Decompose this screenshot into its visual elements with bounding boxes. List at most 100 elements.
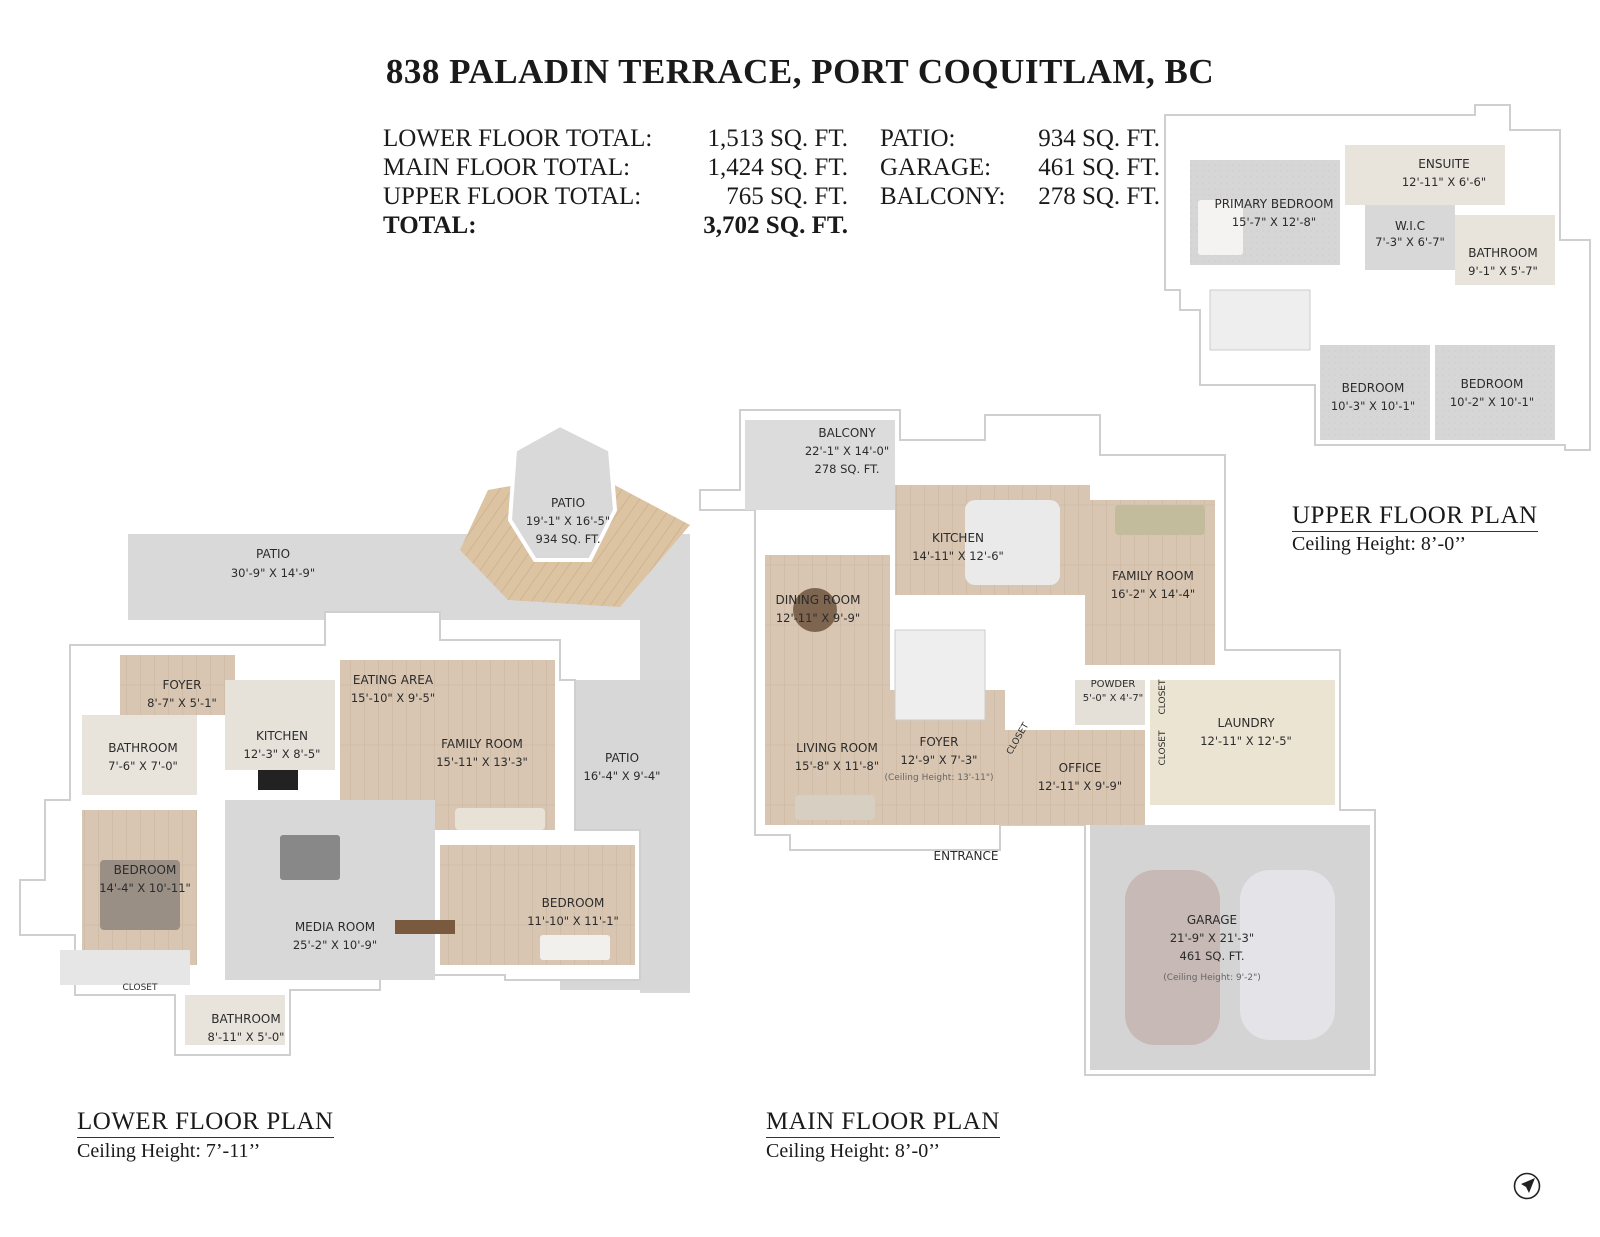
total-value: 1,424 SQ. FT. <box>707 154 848 181</box>
bed-icon <box>1198 200 1243 255</box>
room-dim: 8'-11" X 5'-0" <box>208 1030 285 1044</box>
total-value: 278 SQ. FT. <box>1038 183 1160 210</box>
main-office <box>1000 730 1145 825</box>
room-dim: 15'-10" X 9'-5" <box>351 691 435 705</box>
room-name: PATIO <box>605 751 639 765</box>
room-dim: 12'-11" X 6'-6" <box>1402 175 1486 189</box>
table-icon <box>395 920 455 934</box>
room-area: 461 SQ. FT. <box>1180 949 1245 963</box>
room-dim: 19'-1" X 16'-5" <box>526 514 610 528</box>
main-laundry <box>1150 680 1335 805</box>
round-patio-table-area <box>507 422 618 562</box>
upper-plan-ceiling: Ceiling Height: 8’-0’’ <box>1292 533 1467 555</box>
room-note: (Ceiling Height: 9'-2") <box>1163 973 1261 983</box>
room-name: BEDROOM <box>1461 377 1524 391</box>
upper-labels: ENSUITE 12'-11" X 6'-6" PRIMARY BEDROOM … <box>1214 157 1537 413</box>
total-label: UPPER FLOOR TOTAL: <box>383 183 642 210</box>
total-label: BALCONY: <box>880 183 1006 210</box>
room-name: DINING ROOM <box>776 593 861 607</box>
room-name: BATHROOM <box>108 741 177 755</box>
car-icon <box>1125 870 1220 1045</box>
room-name: W.I.C <box>1395 219 1425 233</box>
room-name: FAMILY ROOM <box>1112 569 1194 583</box>
room-dim: 14'-4" X 10'-11" <box>99 881 191 895</box>
room-name: LAUNDRY <box>1217 716 1275 730</box>
sofa-icon <box>455 808 545 830</box>
upper-bedroom-2 <box>1435 345 1555 440</box>
total-row-patio: PATIO: 934 SQ. FT. <box>880 124 1160 153</box>
room-dim: 12'-9" X 7'-3" <box>901 753 978 767</box>
island-icon <box>965 500 1060 585</box>
room-dim: 11'-10" X 11'-1" <box>527 914 619 928</box>
room-name: GARAGE <box>1187 913 1237 927</box>
total-row-upper: UPPER FLOOR TOTAL: 765 SQ. FT. <box>383 182 848 211</box>
room-name: BEDROOM <box>542 896 605 910</box>
room-note: (Ceiling Height: 13'-11") <box>884 773 993 783</box>
upper-stairs <box>1209 289 1311 351</box>
main-plan-ceiling: Ceiling Height: 8’-0’’ <box>766 1140 941 1162</box>
room-name: FOYER <box>920 735 959 749</box>
room-name: BATHROOM <box>211 1012 280 1026</box>
total-value: 461 SQ. FT. <box>1038 154 1160 181</box>
room-dim: 8'-7" X 5'-1" <box>147 696 217 710</box>
total-row-grand: TOTAL: 3,702 SQ. FT. <box>383 211 848 240</box>
room-dim: 12'-3" X 8'-5" <box>244 747 321 761</box>
room-dim: 9'-1" X 5'-7" <box>1468 264 1538 278</box>
room-name: BATHROOM <box>1468 246 1537 260</box>
room-area: 934 SQ. FT. <box>536 532 601 546</box>
bed-icon <box>540 935 610 960</box>
room-name: BEDROOM <box>114 863 177 877</box>
room-name: PATIO <box>551 496 585 510</box>
totals-right: PATIO: 934 SQ. FT. GARAGE: 461 SQ. FT. BAL… <box>880 124 1160 211</box>
total-row-main: MAIN FLOOR TOTAL: 1,424 SQ. FT. <box>383 153 848 182</box>
lower-media-room <box>225 800 435 980</box>
room-dim: 16'-4" X 9'-4" <box>584 769 661 783</box>
total-value: 765 SQ. FT. <box>726 183 848 210</box>
room-name: EATING AREA <box>353 673 434 687</box>
island-icon <box>280 835 340 880</box>
room-name: PRIMARY BEDROOM <box>1214 197 1333 211</box>
main-floor-plan <box>699 409 1376 1076</box>
lower-bathroom-1 <box>82 715 197 795</box>
car-icon <box>1240 870 1335 1040</box>
dining-table-icon <box>793 588 837 632</box>
main-stairs <box>894 629 986 721</box>
room-dim: 7'-6" X 7'-0" <box>108 759 178 773</box>
total-value: 934 SQ. FT. <box>1038 125 1160 152</box>
room-name: FOYER <box>163 678 202 692</box>
room-name: BEDROOM <box>1342 381 1405 395</box>
sofa-icon <box>795 795 875 820</box>
room-dim: 25'-2" X 10'-9" <box>293 938 377 952</box>
lower-foyer <box>120 655 235 715</box>
page-title: 838 PALADIN TERRACE, PORT COQUITLAM, BC <box>385 52 1215 91</box>
total-label: PATIO: <box>880 125 956 152</box>
total-label: MAIN FLOOR TOTAL: <box>383 154 631 181</box>
room-name: PATIO <box>256 547 290 561</box>
lower-floor-plan <box>19 422 690 1056</box>
room-dim: 16'-2" X 14'-4" <box>1111 587 1195 601</box>
room-name: KITCHEN <box>256 729 308 743</box>
room-name: LIVING ROOM <box>796 741 878 755</box>
upper-floor-plan <box>1164 104 1591 451</box>
total-label: GARAGE: <box>880 154 992 181</box>
main-balcony <box>745 420 895 510</box>
room-dim: 22'-1" X 14'-0" <box>805 444 889 458</box>
main-powder <box>1075 680 1145 725</box>
room-dim: 12'-11" X 12'-5" <box>1200 734 1292 748</box>
room-dim: 21'-9" X 21'-3" <box>1170 931 1254 945</box>
total-label: TOTAL: <box>383 212 477 239</box>
room-dim: 15'-7" X 12'-8" <box>1232 215 1316 229</box>
room-dim: 12'-11" X 9'-9" <box>1038 779 1122 793</box>
total-row-balcony: BALCONY: 278 SQ. FT. <box>880 182 1160 211</box>
room-dim: 10'-3" X 10'-1" <box>1331 399 1415 413</box>
total-row-garage: GARAGE: 461 SQ. FT. <box>880 153 1160 182</box>
total-value: 1,513 SQ. FT. <box>707 125 848 152</box>
total-value: 3,702 SQ. FT. <box>703 212 848 239</box>
totals-left: LOWER FLOOR TOTAL: 1,513 SQ. FT. MAIN FLO… <box>383 124 848 240</box>
lower-labels: PATIO 19'-1" X 16'-5" 934 SQ. FT. PATIO … <box>99 496 660 1044</box>
upper-wic <box>1365 205 1455 270</box>
upper-bedroom-1 <box>1320 345 1430 440</box>
lower-plan-title: LOWER FLOOR PLAN <box>77 1108 334 1138</box>
total-label: LOWER FLOOR TOTAL: <box>383 125 653 152</box>
